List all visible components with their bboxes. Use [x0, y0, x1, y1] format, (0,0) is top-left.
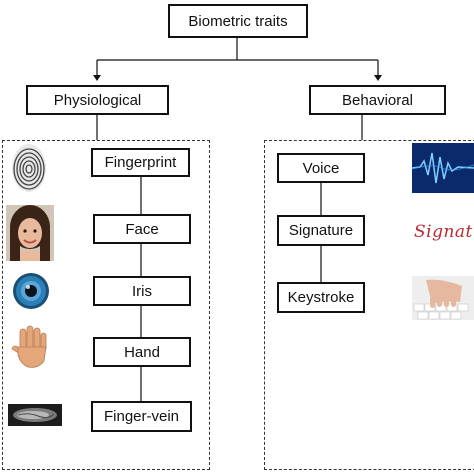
fingerprint-node: Fingerprint — [91, 148, 190, 177]
face-node: Face — [93, 214, 191, 244]
voice-node: Voice — [277, 153, 365, 183]
iris-node: Iris — [93, 276, 191, 306]
keystroke-node: Keystroke — [277, 282, 365, 313]
face-photo — [6, 205, 54, 261]
finger-vein-image — [8, 404, 62, 426]
behavioral-group — [264, 140, 474, 470]
iris-image — [10, 272, 52, 310]
hand-node: Hand — [93, 337, 191, 367]
behavioral-node: Behavioral — [309, 85, 446, 115]
voice-waveform-image — [412, 143, 474, 193]
signature-image: Signatu — [410, 213, 474, 253]
root-node: Biometric traits — [168, 4, 308, 38]
fingerprint-image — [10, 142, 48, 194]
physiological-group — [2, 140, 210, 470]
signature-text: Signatu — [414, 222, 474, 242]
signature-node: Signature — [277, 215, 365, 246]
physiological-node: Physiological — [26, 85, 169, 115]
keyboard-typing-image — [412, 276, 474, 320]
hand-image — [8, 325, 54, 371]
finger-vein-node: Finger-vein — [91, 401, 192, 432]
